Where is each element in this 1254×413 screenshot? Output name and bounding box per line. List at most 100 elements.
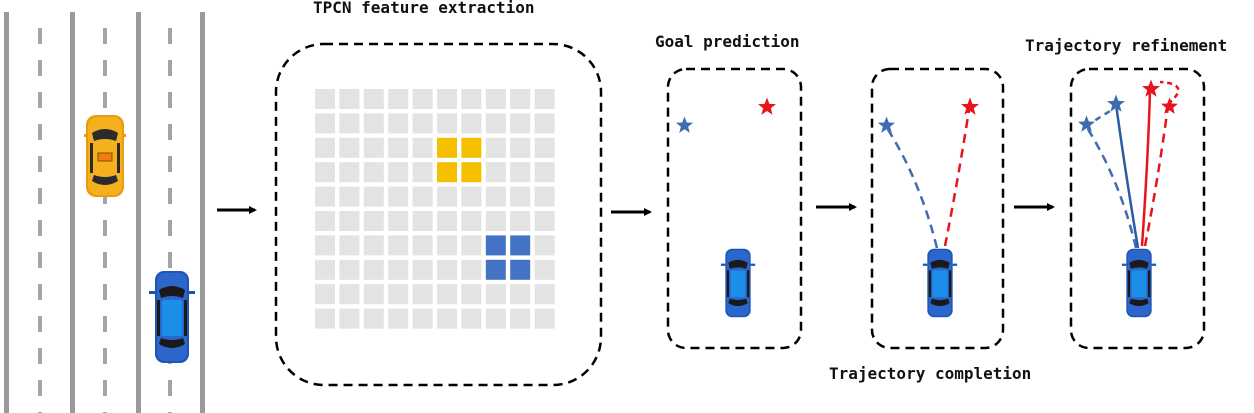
grid-cell	[534, 137, 555, 158]
grid-cell	[485, 186, 506, 207]
grid-cell	[315, 162, 335, 183]
grid-cell	[437, 235, 457, 256]
grid-cell	[485, 211, 506, 231]
road-edge-left	[4, 12, 9, 413]
lane-divider	[136, 12, 141, 413]
grid-cell	[437, 113, 457, 134]
feature-grid	[315, 89, 555, 329]
star-icon	[1160, 97, 1179, 114]
grid-cell	[315, 211, 335, 231]
grid-cell	[510, 308, 531, 329]
grid-cell	[412, 162, 433, 183]
car-icon	[149, 271, 195, 363]
trajectory-completion-box	[870, 67, 1005, 350]
grid-cell	[315, 113, 335, 134]
star-icon	[877, 116, 896, 133]
grid-cell	[461, 259, 482, 280]
red-trajectory	[943, 109, 971, 247]
star-icon	[675, 116, 694, 133]
grid-cell	[388, 137, 409, 158]
grid-cell	[437, 211, 457, 231]
grid-cell	[534, 308, 555, 329]
star-icon	[758, 97, 776, 115]
grid-cell	[510, 186, 531, 207]
grid-cell	[412, 235, 433, 256]
grid-cell	[315, 89, 335, 109]
grid-cell	[461, 235, 482, 256]
feature-extraction-box	[274, 42, 603, 387]
grid-cell	[363, 113, 384, 134]
grid-cell	[437, 259, 457, 280]
grid-cell-highlight-yellow	[437, 162, 457, 183]
grid-cell	[339, 308, 360, 329]
grid-cell-highlight-yellow	[437, 137, 457, 158]
trajectory-refinement-box	[1069, 67, 1206, 350]
grid-cell	[388, 259, 409, 280]
grid-cell	[339, 89, 360, 109]
grid-cell	[388, 235, 409, 256]
blue-trajectory-refined	[1114, 103, 1140, 249]
grid-cell	[363, 259, 384, 280]
grid-cell	[534, 162, 555, 183]
grid-cell	[412, 284, 433, 305]
grid-cell	[363, 211, 384, 231]
grid-cell	[534, 259, 555, 280]
blue-trajectory-initial	[1084, 125, 1138, 249]
grid-cell-highlight-blue	[485, 235, 506, 256]
grid-cell	[461, 89, 482, 109]
grid-cell	[315, 186, 335, 207]
grid-cell	[461, 284, 482, 305]
trajectory-refinement-label: Trajectory refinement	[1025, 36, 1228, 55]
grid-cell	[485, 137, 506, 158]
grid-cell	[510, 211, 531, 231]
lane-dashes	[38, 28, 172, 413]
star-icon	[1077, 115, 1096, 132]
grid-cell	[510, 137, 531, 158]
grid-cell	[339, 284, 360, 305]
grid-cell	[363, 308, 384, 329]
road-edge-right	[200, 12, 205, 413]
grid-cell	[412, 211, 433, 231]
goal-prediction-box	[666, 67, 803, 350]
grid-cell	[534, 186, 555, 207]
grid-cell	[315, 308, 335, 329]
grid-cell	[363, 186, 384, 207]
feature-extraction-label: TPCN feature extraction	[313, 0, 535, 17]
car-icon	[922, 248, 958, 318]
grid-cell	[412, 308, 433, 329]
grid-cell	[485, 162, 506, 183]
grid-cell-highlight-blue	[510, 259, 531, 280]
grid-cell	[388, 162, 409, 183]
grid-cell	[485, 308, 506, 329]
grid-cell	[461, 308, 482, 329]
grid-cell	[412, 186, 433, 207]
grid-cell	[315, 284, 335, 305]
grid-cell	[485, 284, 506, 305]
red-refine-offset	[1159, 80, 1180, 105]
grid-cell-highlight-blue	[485, 259, 506, 280]
grid-cell	[534, 235, 555, 256]
grid-cell	[534, 113, 555, 134]
grid-cell	[510, 89, 531, 109]
grid-cell	[388, 113, 409, 134]
grid-cell	[363, 235, 384, 256]
grid-cell	[363, 284, 384, 305]
grid-cell	[485, 89, 506, 109]
star-icon	[961, 97, 979, 115]
grid-cell	[339, 235, 360, 256]
grid-cell	[363, 89, 384, 109]
grid-cell	[437, 89, 457, 109]
grid-cell	[461, 113, 482, 134]
grid-cell	[534, 89, 555, 109]
grid-cell-highlight-yellow	[461, 162, 482, 183]
taxi-icon	[84, 115, 126, 197]
grid-cell	[437, 186, 457, 207]
grid-cell	[388, 89, 409, 109]
grid-cell	[412, 137, 433, 158]
grid-cell	[315, 137, 335, 158]
grid-cell	[339, 211, 360, 231]
grid-cell	[388, 284, 409, 305]
grid-cell	[437, 308, 457, 329]
road	[4, 12, 205, 413]
